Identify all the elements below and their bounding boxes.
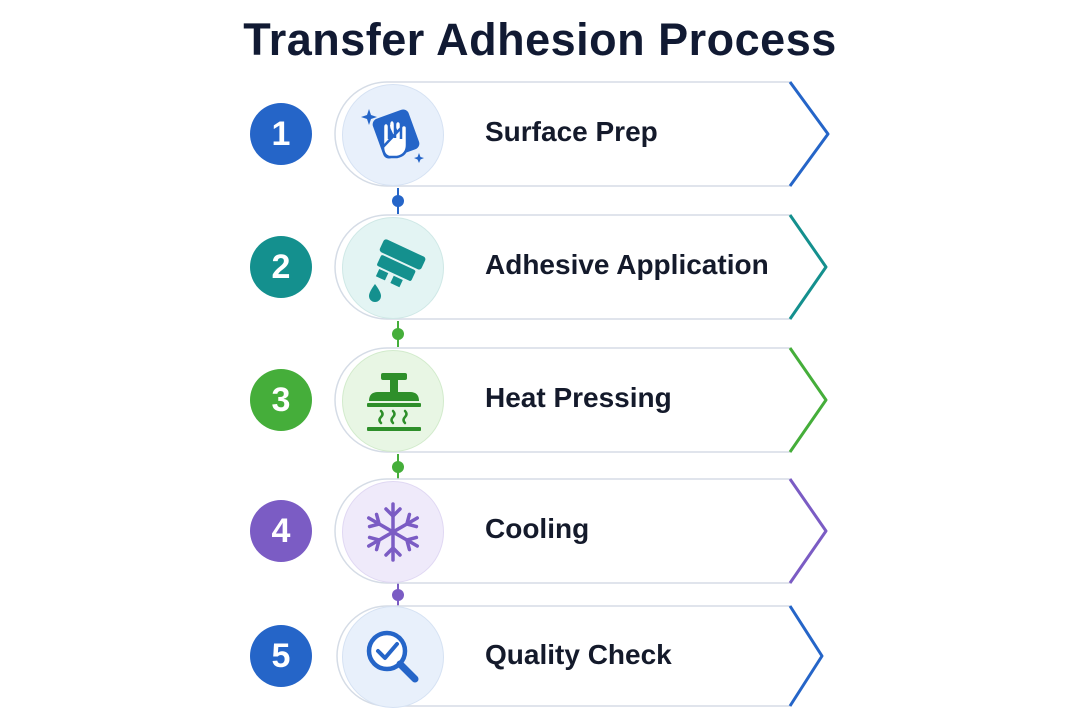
step-3: 3 Heat Pressing: [0, 346, 1080, 454]
step-card: [334, 81, 830, 187]
connector-dot: [392, 589, 404, 601]
step-5: 5 Quality Check: [0, 604, 1080, 712]
step-number-badge: 2: [250, 236, 312, 298]
connector-dot: [392, 195, 404, 207]
step-1: 1 Surface Prep: [0, 80, 1080, 188]
icon-circle: [342, 84, 444, 186]
icon-circle: [342, 217, 444, 319]
wipe-hand-icon: [361, 109, 424, 163]
step-number-badge: 3: [250, 369, 312, 431]
heat-press-icon: [367, 373, 421, 431]
step-number-badge: 1: [250, 103, 312, 165]
magnifier-check-icon: [366, 630, 419, 683]
step-label: Surface Prep: [485, 116, 658, 147]
snowflake-icon: [367, 502, 419, 562]
icon-circle: [342, 606, 444, 708]
step-number-badge: 5: [250, 625, 312, 687]
diagram-title: Transfer Adhesion Process: [243, 14, 837, 65]
adhesive-applicator-icon: [369, 239, 426, 302]
icon-circle: [342, 481, 444, 583]
step-2: 2 Adhesive Application: [0, 213, 1080, 321]
step-number-badge: 4: [250, 500, 312, 562]
step-4: 4: [0, 477, 1080, 585]
step-label: Quality Check: [485, 639, 672, 670]
step-card: [334, 214, 828, 320]
step-card: [334, 347, 828, 453]
step-label: Adhesive Application: [485, 249, 769, 280]
step-label: Heat Pressing: [485, 382, 672, 413]
icon-circle: [342, 350, 444, 452]
step-label: Cooling: [485, 513, 590, 544]
connector-dot: [392, 328, 404, 340]
connector-dot: [392, 461, 404, 473]
step-card: [334, 478, 828, 584]
